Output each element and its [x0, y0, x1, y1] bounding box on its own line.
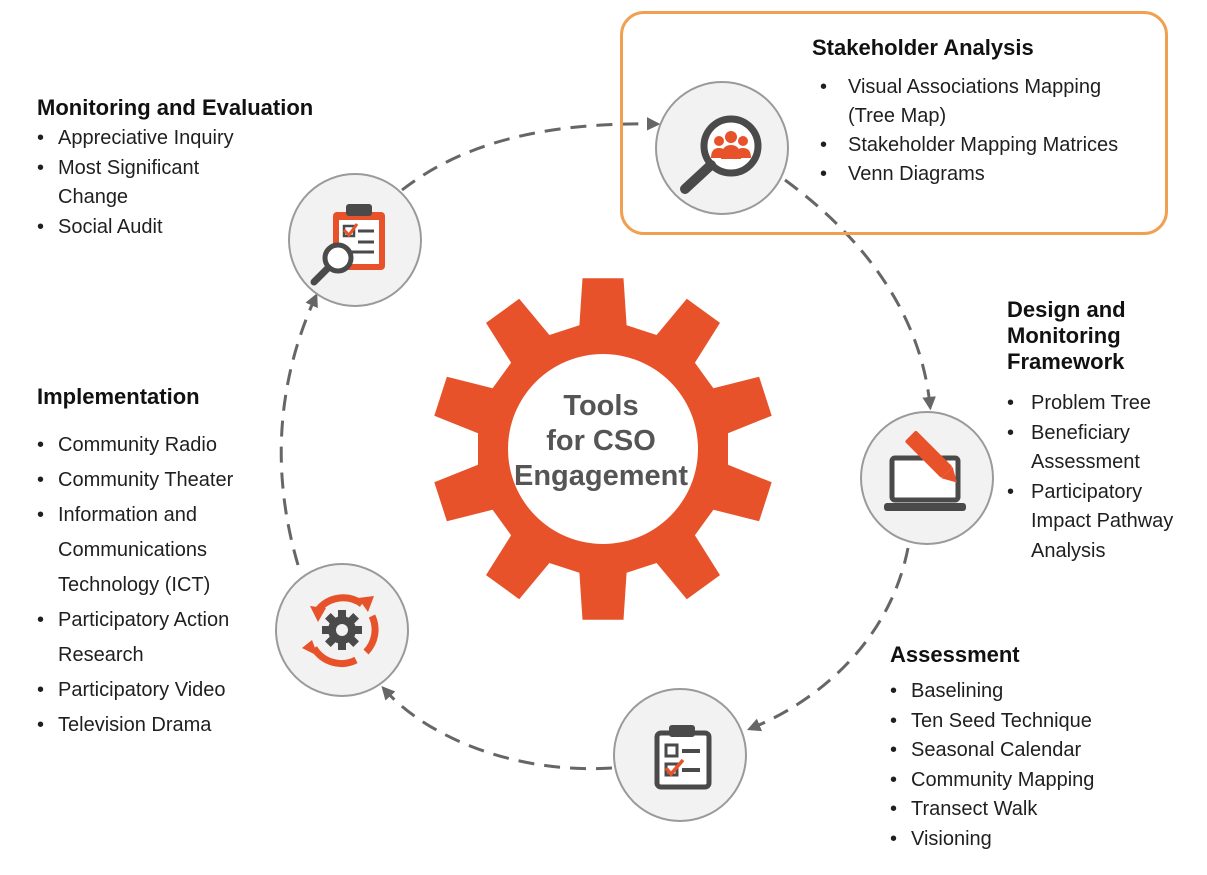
list-item: Visual Associations Mapping (Tree Map) [820, 73, 1148, 131]
laptop-pencil-icon [884, 431, 966, 511]
center-title-line3: Engagement [514, 460, 688, 492]
implementation-heading: Implementation [37, 384, 200, 409]
center-title-line2: for CSO [546, 425, 656, 457]
list-item: Stakeholder Mapping Matrices [820, 131, 1178, 160]
list-item: Participatory Video [37, 673, 267, 708]
list-item: Transect Walk [890, 795, 1150, 825]
stakeholder-analysis-list: Visual Associations Mapping (Tree Map) S… [812, 73, 1178, 189]
assessment-block: Assessment Baselining Ten Seed Technique… [890, 641, 1150, 854]
stakeholder-highlight-box [620, 11, 1168, 235]
list-item: Most Significant Change [37, 154, 228, 213]
arrow-assessment-to-implementation [381, 685, 613, 771]
arrow-implementation-to-monitoring [279, 293, 318, 566]
implementation-list: Community Radio Community Theater Inform… [37, 428, 267, 743]
node-assessment [613, 688, 747, 822]
assessment-list: Baselining Ten Seed Technique Seasonal C… [890, 677, 1150, 854]
monitoring-evaluation-block: Monitoring and Evaluation Appreciative I… [37, 94, 357, 242]
list-item: Participatory Action Research [37, 603, 258, 673]
gear-shape [434, 278, 772, 620]
list-item: Seasonal Calendar [890, 736, 1150, 766]
arrow-design-to-assessment [747, 547, 910, 732]
node-implementation [275, 563, 409, 697]
list-item: Community Radio [37, 428, 267, 463]
list-item: Information and Communications Technolog… [37, 498, 238, 603]
list-item: Television Drama [37, 708, 267, 743]
clipboard-magnifier-icon [310, 204, 385, 286]
list-item: Baselining [890, 677, 1150, 707]
checklist-clipboard-icon [654, 725, 712, 790]
gear-cycle-icon [302, 594, 379, 667]
list-item: Appreciative Inquiry [37, 124, 357, 154]
stakeholder-analysis-block: Stakeholder Analysis Visual Associations… [812, 34, 1178, 189]
list-item: Venn Diagrams [820, 160, 1178, 189]
cycle-arrows [279, 117, 936, 771]
list-item: Participatory Impact Pathway Analysis [1007, 478, 1202, 567]
monitoring-evaluation-heading: Monitoring and Evaluation [37, 95, 314, 120]
list-item: Social Audit [37, 213, 357, 243]
list-item: Community Mapping [890, 766, 1150, 796]
list-item: Community Theater [37, 463, 267, 498]
node-stakeholder-analysis [655, 81, 789, 215]
magnifier-people-icon [680, 115, 762, 194]
arrow-stakeholder-to-design [784, 178, 936, 411]
assessment-heading: Assessment [890, 642, 1020, 667]
central-gear [434, 278, 772, 620]
stakeholder-analysis-heading: Stakeholder Analysis [812, 35, 1034, 60]
arrow-monitoring-to-stakeholder [401, 117, 661, 192]
list-item: Beneficiary Assessment [1007, 419, 1156, 478]
implementation-block: Implementation Community Radio Community… [37, 383, 267, 743]
center-title-line1: Tools [563, 390, 638, 422]
list-item: Visioning [890, 825, 1150, 855]
design-framework-heading: Design and Monitoring Framework [1007, 297, 1126, 374]
list-item: Problem Tree [1007, 389, 1202, 419]
list-item: Ten Seed Technique [890, 707, 1150, 737]
design-framework-block: Design and Monitoring Framework Problem … [1007, 297, 1207, 566]
node-design-framework [860, 411, 994, 545]
design-framework-list: Problem Tree Beneficiary Assessment Part… [1007, 389, 1202, 566]
monitoring-evaluation-list: Appreciative Inquiry Most Significant Ch… [37, 124, 357, 242]
